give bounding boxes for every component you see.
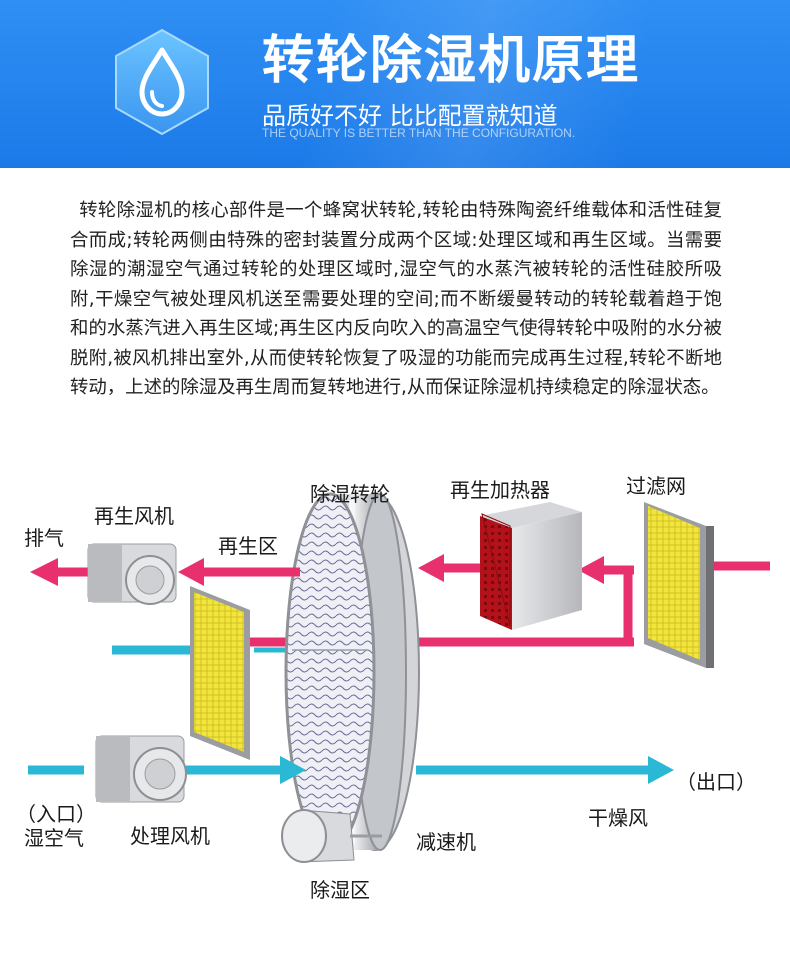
page-subtitle: 品质好不好 比比配置就知道: [262, 102, 558, 130]
process-fan: [95, 735, 187, 803]
page-tagline: THE QUALITY IS BETTER THAN THE CONFIGURA…: [262, 126, 576, 140]
label-wet-air: 湿空气: [24, 826, 84, 850]
label-process-fan: 处理风机: [130, 824, 210, 848]
process-air-arrow-head: [280, 756, 306, 784]
filter-panel-left: [190, 586, 250, 760]
hot-air-arrow-regen: [178, 558, 300, 586]
label-outlet: （出口）: [676, 770, 756, 794]
label-regen-zone: 再生区: [218, 534, 278, 558]
label-heater: 再生加热器: [450, 478, 550, 502]
regen-fan: [87, 543, 177, 605]
dehumidifier-diagram: 除湿转轮 再生加热器 过滤网 排气 再生风机 再生区 （出口） 干燥风 （入口）…: [0, 440, 790, 966]
label-exhaust: 排气: [24, 526, 64, 550]
label-inlet: （入口）: [16, 802, 96, 826]
label-regen-fan: 再生风机: [94, 504, 174, 528]
label-dehumid-zone: 除湿区: [310, 878, 370, 902]
label-reducer: 减速机: [416, 830, 476, 854]
page-title: 转轮除湿机原理: [262, 31, 641, 91]
label-wheel: 除湿转轮: [310, 482, 390, 506]
header-banner: 转轮除湿机原理 品质好不好 比比配置就知道 THE QUALITY IS BET…: [0, 0, 790, 168]
dry-air-arrow: [416, 756, 674, 784]
gear-reducer: [281, 809, 382, 863]
filter-panel-right: [644, 502, 714, 668]
label-dry-air: 干燥风: [588, 806, 648, 830]
label-filter: 过滤网: [626, 474, 686, 498]
desiccant-wheel: [284, 492, 420, 852]
hot-air-arrow-heater: [418, 554, 480, 582]
water-drop-icon: [115, 29, 209, 135]
diagram-graphic: [28, 492, 770, 863]
exhaust-arrow: [30, 558, 88, 586]
description-paragraph: 转轮除湿机的核心部件是一个蜂窝状转轮,转轮由特殊陶瓷纤维载体和活性硅复合而成;转…: [70, 200, 722, 398]
heater-box: [480, 502, 582, 630]
hot-air-arrow-filter: [578, 556, 634, 584]
